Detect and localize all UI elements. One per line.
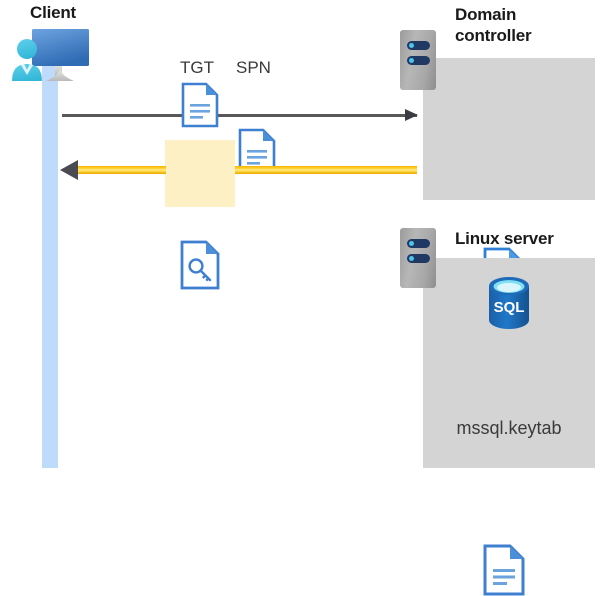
linux-server-title: Linux server (455, 229, 554, 248)
server-led-icon (409, 43, 414, 48)
server-drive-bay-1 (407, 239, 430, 248)
domain-controller-server-icon (400, 30, 436, 90)
sql-label: SQL (494, 299, 525, 316)
client-icon (10, 25, 110, 95)
server-led-icon (409, 58, 414, 63)
response-highlight-box (165, 140, 235, 207)
request-arrow-head (405, 109, 418, 121)
keytab-filename-label: mssql.keytab (456, 418, 562, 438)
linux-server-server-icon (400, 228, 436, 288)
domain-controller-panel (423, 58, 595, 200)
client-title: Client (30, 3, 77, 22)
request-arrow-line (62, 114, 417, 117)
domain-controller-title-line2: controller (455, 26, 532, 45)
response-arrow-line-left (74, 166, 166, 174)
spn-document-icon (238, 128, 600, 174)
client-lifeline (42, 66, 58, 468)
server-drive-bay-2 (407, 56, 430, 65)
sql-database-icon: SQL (484, 276, 534, 335)
server-led-icon (409, 256, 414, 261)
tgt-document-icon (181, 82, 600, 128)
domain-controller-title-line1: Domain (455, 5, 517, 24)
domain-controller-title: Domain controller (455, 4, 595, 46)
key-document-icon (180, 240, 600, 290)
tgt-label: TGT (180, 58, 214, 77)
keytab-document-icon (483, 544, 600, 596)
response-arrow-line-right (235, 166, 417, 174)
server-drive-bay-2 (407, 254, 430, 263)
response-arrow-head (60, 160, 78, 180)
server-led-icon (409, 241, 414, 246)
server-drive-bay-1 (407, 41, 430, 50)
spn-label: SPN (236, 58, 271, 77)
